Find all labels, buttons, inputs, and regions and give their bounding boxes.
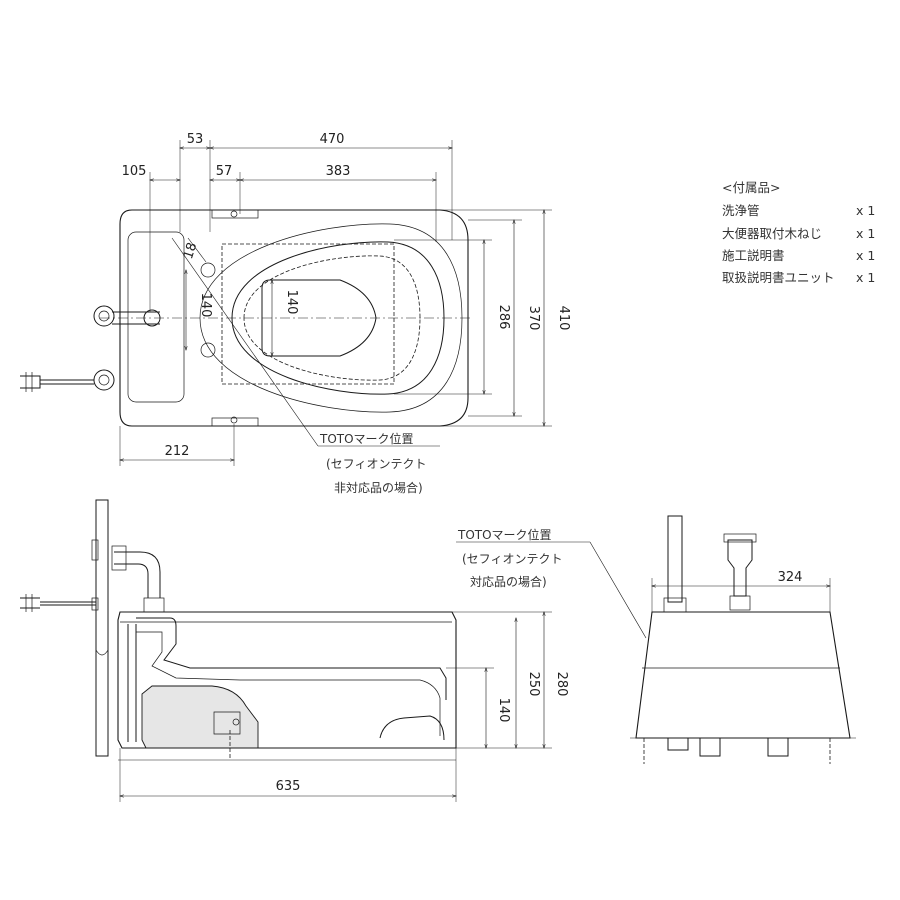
accessory-item-qty: x 1	[856, 226, 875, 241]
plan-rear-recess	[127, 231, 185, 403]
side-valve-body	[111, 545, 127, 571]
side-dimensions: 140 250 280 635 TOTOマーク位置 (セフィオンテクト 対応品の…	[120, 527, 647, 802]
side-supply-rod	[20, 597, 96, 609]
dim-370-label: 370	[526, 306, 541, 331]
plan-valve-upper	[93, 305, 115, 327]
side-post-bracket-lower	[91, 597, 99, 611]
plan-dimensions: 53 470 105 57 383 18 140 140 286 370	[120, 132, 571, 495]
toto-note-plan-line3: 非対応品の場合)	[334, 480, 423, 495]
front-body	[635, 611, 851, 739]
dim-front-324-label: 324	[778, 570, 803, 585]
accessory-item-qty: x 1	[856, 248, 875, 263]
plan-valve-lower	[93, 369, 115, 391]
accessory-list: <付属品> 洗浄管 x 1 大便器取付木ねじ x 1 施工説明書 x 1 取扱説…	[722, 180, 875, 285]
toto-note-plan-line1: TOTOマーク位置	[319, 431, 414, 446]
dim-18-label: 18	[181, 241, 200, 261]
plan-supply-rod	[20, 375, 94, 389]
side-supply-cap	[25, 594, 33, 612]
plan-valve-lower-core	[98, 374, 110, 386]
plan-view	[20, 209, 470, 427]
plan-inner-dash	[243, 255, 421, 381]
dim-57-label: 57	[216, 164, 233, 179]
dim-212-label: 212	[165, 444, 190, 459]
plan-bolt-hole-rear	[230, 210, 238, 218]
dim-383-label: 383	[326, 164, 351, 179]
side-channel	[136, 617, 447, 700]
front-valve-nut	[729, 595, 751, 611]
accessory-item-qty: x 1	[856, 270, 875, 285]
dim-side-635-label: 635	[276, 779, 301, 794]
side-outlet-box	[213, 711, 241, 735]
front-flush-pipe	[667, 515, 683, 603]
dim-side-250-label: 250	[526, 672, 541, 697]
plan-supply-cap	[25, 372, 33, 392]
dim-side-280-label: 280	[554, 672, 569, 697]
accessory-item-name: 大便器取付木ねじ	[722, 226, 822, 241]
plan-bolt-hole-bottom	[200, 342, 216, 358]
side-rim-front	[127, 624, 137, 742]
plan-bolt-hole-front	[230, 416, 238, 424]
side-pipe-nut	[143, 597, 165, 613]
front-foot-right	[767, 737, 789, 757]
plan-inlet-pipe	[112, 311, 160, 325]
plan-bolt-hole-top	[200, 262, 216, 278]
plan-inlet-joint	[143, 309, 161, 327]
front-valve-cap	[723, 533, 757, 543]
dim-140-inner-label: 140	[284, 290, 299, 315]
dim-18-line	[187, 237, 207, 263]
accessory-heading: <付属品>	[722, 180, 780, 195]
side-outlet-curve	[379, 715, 445, 741]
plan-bowl-well	[261, 279, 377, 357]
dim-470-label: 470	[320, 132, 345, 147]
side-channel-inner	[136, 631, 441, 736]
dim-410-label: 410	[556, 306, 571, 331]
plan-flange-bottom	[211, 417, 259, 427]
toto-note-side-line3: 対応品の場合)	[470, 574, 547, 589]
dim-140-left-label: 140	[198, 293, 213, 318]
side-view	[20, 499, 457, 761]
dim-105-label: 105	[122, 164, 147, 179]
side-wall-post-break	[95, 649, 109, 656]
side-post-bracket	[91, 539, 99, 561]
toto-leader-side	[589, 541, 647, 639]
front-view	[630, 515, 856, 764]
side-flush-pipe	[114, 551, 161, 598]
accessory-item-qty: x 1	[856, 203, 875, 218]
accessory-item-name: 取扱説明書ユニット	[722, 270, 835, 285]
front-foot-left	[667, 737, 689, 751]
dim-286-label: 286	[496, 305, 511, 330]
accessory-item-name: 施工説明書	[722, 248, 785, 263]
toto-note-side-line1: TOTOマーク位置	[457, 527, 552, 542]
side-trap	[141, 685, 259, 749]
plan-hidden-rect	[221, 243, 395, 385]
toto-leader-plan	[171, 237, 319, 447]
front-foot-center	[699, 737, 721, 757]
toto-note-plan-line2: (セフィオンテクト	[326, 457, 426, 471]
toto-note-side-line2: (セフィオンテクト	[462, 552, 562, 566]
plan-flange-top	[211, 209, 259, 219]
plan-valve-upper-core	[98, 310, 110, 322]
side-wall-post	[95, 499, 109, 757]
front-dimensions: 324	[652, 570, 830, 612]
side-mount-screw	[232, 718, 240, 726]
front-valve	[727, 539, 753, 597]
front-pipe-nut	[663, 597, 687, 613]
accessory-item-name: 洗浄管	[722, 203, 760, 218]
dim-side-140-label: 140	[496, 698, 511, 723]
dim-53-label: 53	[187, 132, 204, 147]
